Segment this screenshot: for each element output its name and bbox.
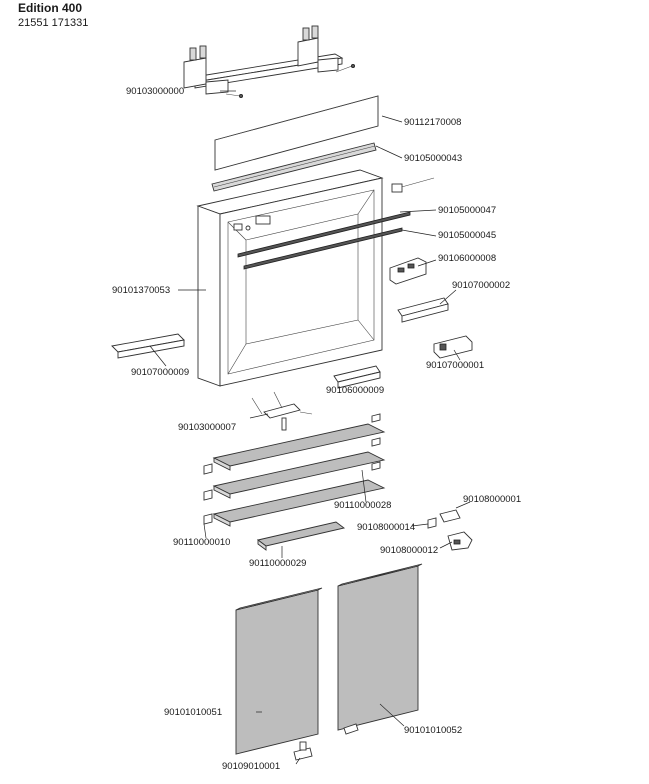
part-label-90110000029: 90110000029 — [249, 558, 307, 569]
door-hinges — [427, 509, 473, 551]
door-foot-cover — [293, 741, 313, 761]
part-label-90101370053: 90101370053 — [112, 285, 171, 296]
top-led-strip — [211, 142, 377, 192]
part-label-90112170008: 90112170008 — [404, 117, 462, 128]
part-label-90108000001: 90108000001 — [463, 494, 522, 505]
part-label-90107000009: 90107000009 — [131, 367, 190, 378]
wall-mounting-bracket-set — [183, 25, 355, 99]
transformer-unit — [111, 333, 185, 359]
part-label-90110000010: 90110000010 — [173, 537, 231, 548]
part-label-90103000000: 90103000000 — [126, 86, 185, 97]
part-label-90105000047: 90105000047 — [438, 205, 497, 216]
part-label-90106000009: 90106000009 — [326, 385, 385, 396]
part-label-90106000008: 90106000008 — [438, 253, 497, 264]
top-cornice-panel — [214, 95, 379, 171]
part-label-90110000028: 90110000028 — [334, 500, 392, 511]
article-number: 21551 171331 — [18, 17, 89, 29]
leader-lines — [149, 90, 471, 765]
mirror-door-right — [337, 563, 423, 735]
part-label-90109010001: 90109010001 — [222, 761, 281, 772]
shelf-clips — [203, 413, 381, 525]
part-label-90101010051: 90101010051 — [164, 707, 223, 718]
small-glass-shelf — [256, 521, 346, 551]
sensor-switch — [433, 335, 473, 359]
part-label-90108000014: 90108000014 — [357, 522, 416, 533]
inner-led-rails — [237, 177, 435, 270]
part-label-90103000007: 90103000007 — [178, 422, 237, 433]
part-label-90107000002: 90107000002 — [452, 280, 511, 291]
led-driver — [397, 297, 449, 323]
shelf-bracket-set — [251, 391, 313, 431]
part-label-90108000012: 90108000012 — [380, 545, 439, 556]
socket-module — [389, 257, 427, 285]
page-title: Edition 400 — [18, 1, 83, 15]
part-label-90107000001: 90107000001 — [426, 360, 485, 371]
cabinet-body — [196, 169, 384, 387]
part-label-90105000045: 90105000045 — [438, 230, 497, 241]
glass-shelves — [212, 423, 386, 527]
part-label-90105000043: 90105000043 — [404, 153, 463, 164]
bottom-socket-strip — [333, 365, 381, 389]
part-label-90101010052: 90101010052 — [404, 725, 463, 736]
mirror-door-left — [235, 587, 323, 755]
